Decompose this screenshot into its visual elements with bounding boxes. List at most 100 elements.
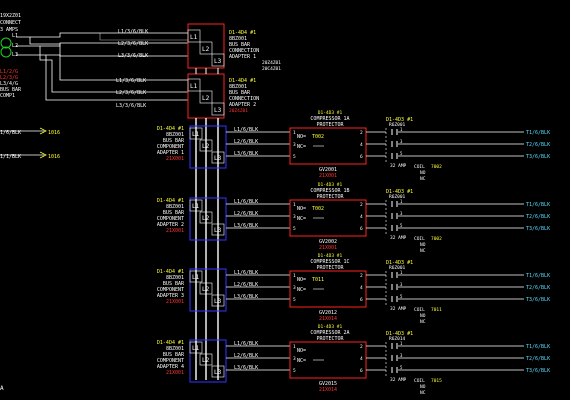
protector-tag: D1-4D3 #1 bbox=[318, 324, 343, 330]
terminal-in: 3 bbox=[293, 285, 296, 291]
lower-block-line: BUS BAR bbox=[0, 87, 22, 93]
terminal-in: 3 bbox=[293, 356, 296, 362]
arrow-right-icon bbox=[39, 151, 47, 159]
relay-terminal: 5 bbox=[400, 294, 403, 299]
phase-label-l1: L1 bbox=[12, 33, 18, 39]
adapter-desc: BUS BAR bbox=[229, 42, 251, 48]
phase-label: L3 bbox=[214, 58, 222, 65]
coil-ref: 7002 bbox=[431, 236, 442, 242]
adapter-desc: CONNECTION bbox=[229, 96, 259, 102]
protector-id: GV2002 bbox=[319, 239, 337, 245]
nc-label: NC= bbox=[297, 216, 306, 222]
load-wire-label: L2/6/BLK bbox=[234, 139, 258, 145]
phase-label: L1 bbox=[190, 34, 198, 41]
protector-box bbox=[289, 341, 367, 379]
nc-label: NC= bbox=[297, 358, 306, 364]
load-wire-label: L3/6/BLK bbox=[234, 294, 258, 300]
adapter-ref: 21X001 bbox=[166, 156, 184, 162]
top-adapter-2[interactable]: L1 L2 L3 D1-4D4 #1 8BZ001 BUS BAR CONNEC… bbox=[187, 73, 259, 119]
phase-cell bbox=[211, 365, 225, 378]
coil-ref: 7015 bbox=[431, 378, 442, 384]
terminal-in: 1 bbox=[293, 130, 296, 136]
connector-label: CONNECT bbox=[0, 20, 21, 26]
phase-cell bbox=[187, 29, 201, 43]
terminal-out: 6 bbox=[360, 154, 363, 160]
no-tag: T002 bbox=[312, 206, 324, 212]
coil-nc: NC bbox=[420, 248, 426, 254]
relay-terminal: 3 bbox=[400, 282, 403, 287]
relay-rating: 32 AMP bbox=[390, 377, 407, 383]
no-tag: T011 bbox=[312, 277, 324, 283]
terminal-in: 5 bbox=[293, 368, 296, 374]
lower-block-line: L3/4/G bbox=[0, 81, 18, 87]
phase-label: L3 bbox=[214, 298, 222, 305]
output-wire-label: T1/6/BLK bbox=[526, 202, 550, 208]
adapter-desc: CONNECTION bbox=[229, 48, 259, 54]
load-wire-label: L3/6/BLK bbox=[234, 365, 258, 371]
phase-cell bbox=[189, 270, 203, 283]
terminal-out: 6 bbox=[360, 368, 363, 374]
adapter-desc: 8BZ001 bbox=[229, 36, 247, 42]
phase-label: L3 bbox=[214, 369, 222, 376]
load-wire-label: L2/6/BLK bbox=[234, 282, 258, 288]
coil-ref: 7002 bbox=[431, 164, 442, 170]
protector-ref: 21X014 bbox=[319, 387, 337, 393]
phase-label: L2 bbox=[202, 286, 210, 293]
coil-label: COIL bbox=[414, 378, 425, 384]
bus-bars bbox=[195, 68, 219, 380]
coil-no: NO bbox=[420, 242, 426, 248]
phase-cell bbox=[199, 282, 213, 295]
coil-no: NO bbox=[420, 384, 426, 390]
phase-cell bbox=[199, 139, 213, 152]
protector-box bbox=[289, 127, 367, 165]
incoming-feed-a[interactable]: 1/6/BLK 1016 bbox=[0, 127, 60, 136]
protector-title: COMPRESSOR 1B bbox=[310, 188, 349, 194]
terminal-in: 1 bbox=[293, 344, 296, 350]
terminal-in: 1 bbox=[293, 273, 296, 279]
no-label: NO= bbox=[297, 206, 306, 212]
adapter-desc: D1-4D4 #1 bbox=[229, 30, 256, 36]
adapter-ref: 21X001 bbox=[166, 228, 184, 234]
phase-label: L2 bbox=[202, 95, 210, 102]
protector-subtitle: PROTECTOR bbox=[316, 265, 344, 271]
phase-label: L3 bbox=[214, 227, 222, 234]
terminal-in: 5 bbox=[293, 154, 296, 160]
left-lower-block[interactable]: L1/2/G L2/3/G L3/4/G BUS BAR COMP1 bbox=[0, 69, 22, 99]
relay-rating: 32 AMP bbox=[390, 306, 407, 312]
adapter-desc: BUS BAR bbox=[229, 90, 251, 96]
adapter-desc: BUS BAR bbox=[163, 352, 185, 358]
phase-label: L1 bbox=[192, 131, 200, 138]
left-top-connector[interactable]: 19X2Z01 CONNECT 3 AMPS L1 L2 L3 bbox=[0, 13, 21, 58]
output-wire-label: T2/6/BLK bbox=[526, 285, 550, 291]
phase-label: L1 bbox=[192, 203, 200, 210]
relay-terminal: 1 bbox=[400, 341, 403, 346]
incoming-feed-b[interactable]: 1/1/BLK 1016 bbox=[0, 151, 60, 160]
relay-rating: 32 AMP bbox=[390, 163, 407, 169]
adapter-desc: BUS BAR bbox=[163, 210, 185, 216]
terminal-out: 2 bbox=[360, 344, 363, 350]
load-wire-label: L2/6/BLK bbox=[234, 211, 258, 217]
protector-subtitle: PROTECTOR bbox=[316, 122, 344, 128]
ground-symbol-icon bbox=[0, 37, 12, 49]
terminal-out: 2 bbox=[360, 202, 363, 208]
protector-title: COMPRESSOR 2A bbox=[310, 330, 349, 336]
protector-title: COMPRESSOR 1C bbox=[310, 259, 349, 265]
output-wire-label: T1/6/BLK bbox=[526, 130, 550, 136]
phase-label: L2 bbox=[202, 357, 210, 364]
terminal-out: 4 bbox=[360, 142, 363, 148]
protector-id: GV2012 bbox=[319, 310, 337, 316]
adapter-ref: 20C4Z01 bbox=[262, 66, 281, 72]
relay-terminal: 5 bbox=[400, 223, 403, 228]
phase-label: L2 bbox=[202, 143, 210, 150]
top-adapter-1[interactable]: L1 L2 L3 D1-4D4 #1 8BZ001 BUS BAR CONNEC… bbox=[187, 23, 281, 72]
adapter-desc: 8BZ001 bbox=[229, 84, 247, 90]
phase-cell bbox=[199, 211, 213, 224]
terminal-in: 1 bbox=[293, 202, 296, 208]
protector-subtitle: PROTECTOR bbox=[316, 194, 344, 200]
